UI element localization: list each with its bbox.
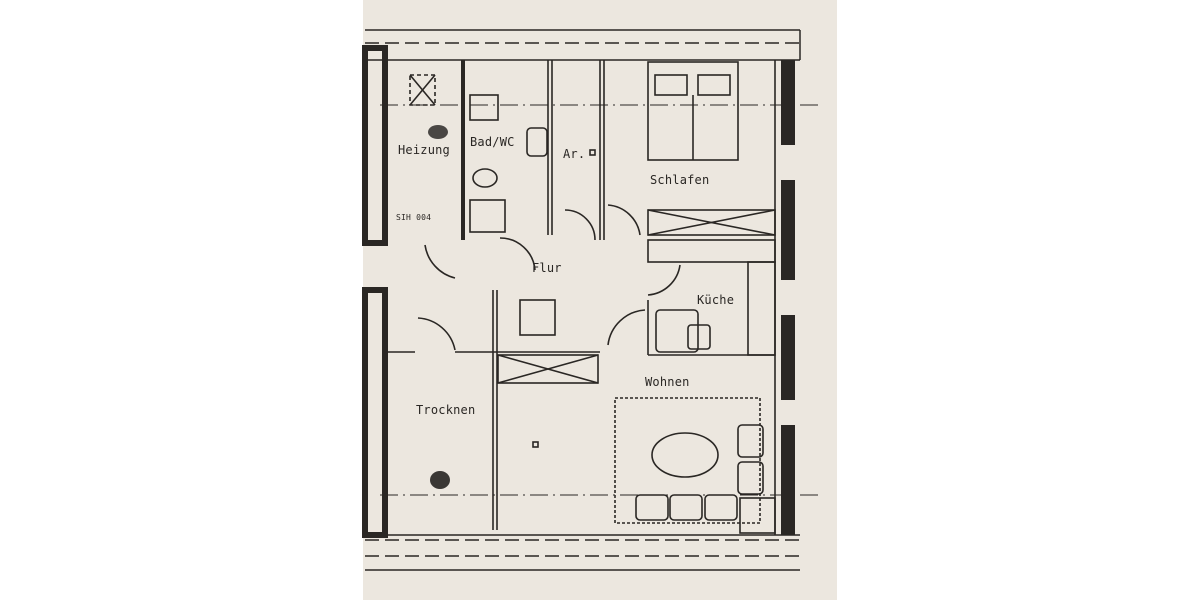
room-label-ar: Ar. <box>563 147 586 161</box>
room-label-wohnen: Wohnen <box>645 375 690 389</box>
annotation-code: SIH 004 <box>396 213 432 222</box>
room-label-kueche: Küche <box>697 293 735 307</box>
room-label-bad: Bad/WC <box>470 135 515 149</box>
room-label-schlafen: Schlafen <box>650 173 710 187</box>
room-label-trocknen: Trocknen <box>416 403 476 417</box>
room-label-flur: Flur <box>532 261 562 275</box>
room-label-heizung: Heizung <box>398 143 450 157</box>
